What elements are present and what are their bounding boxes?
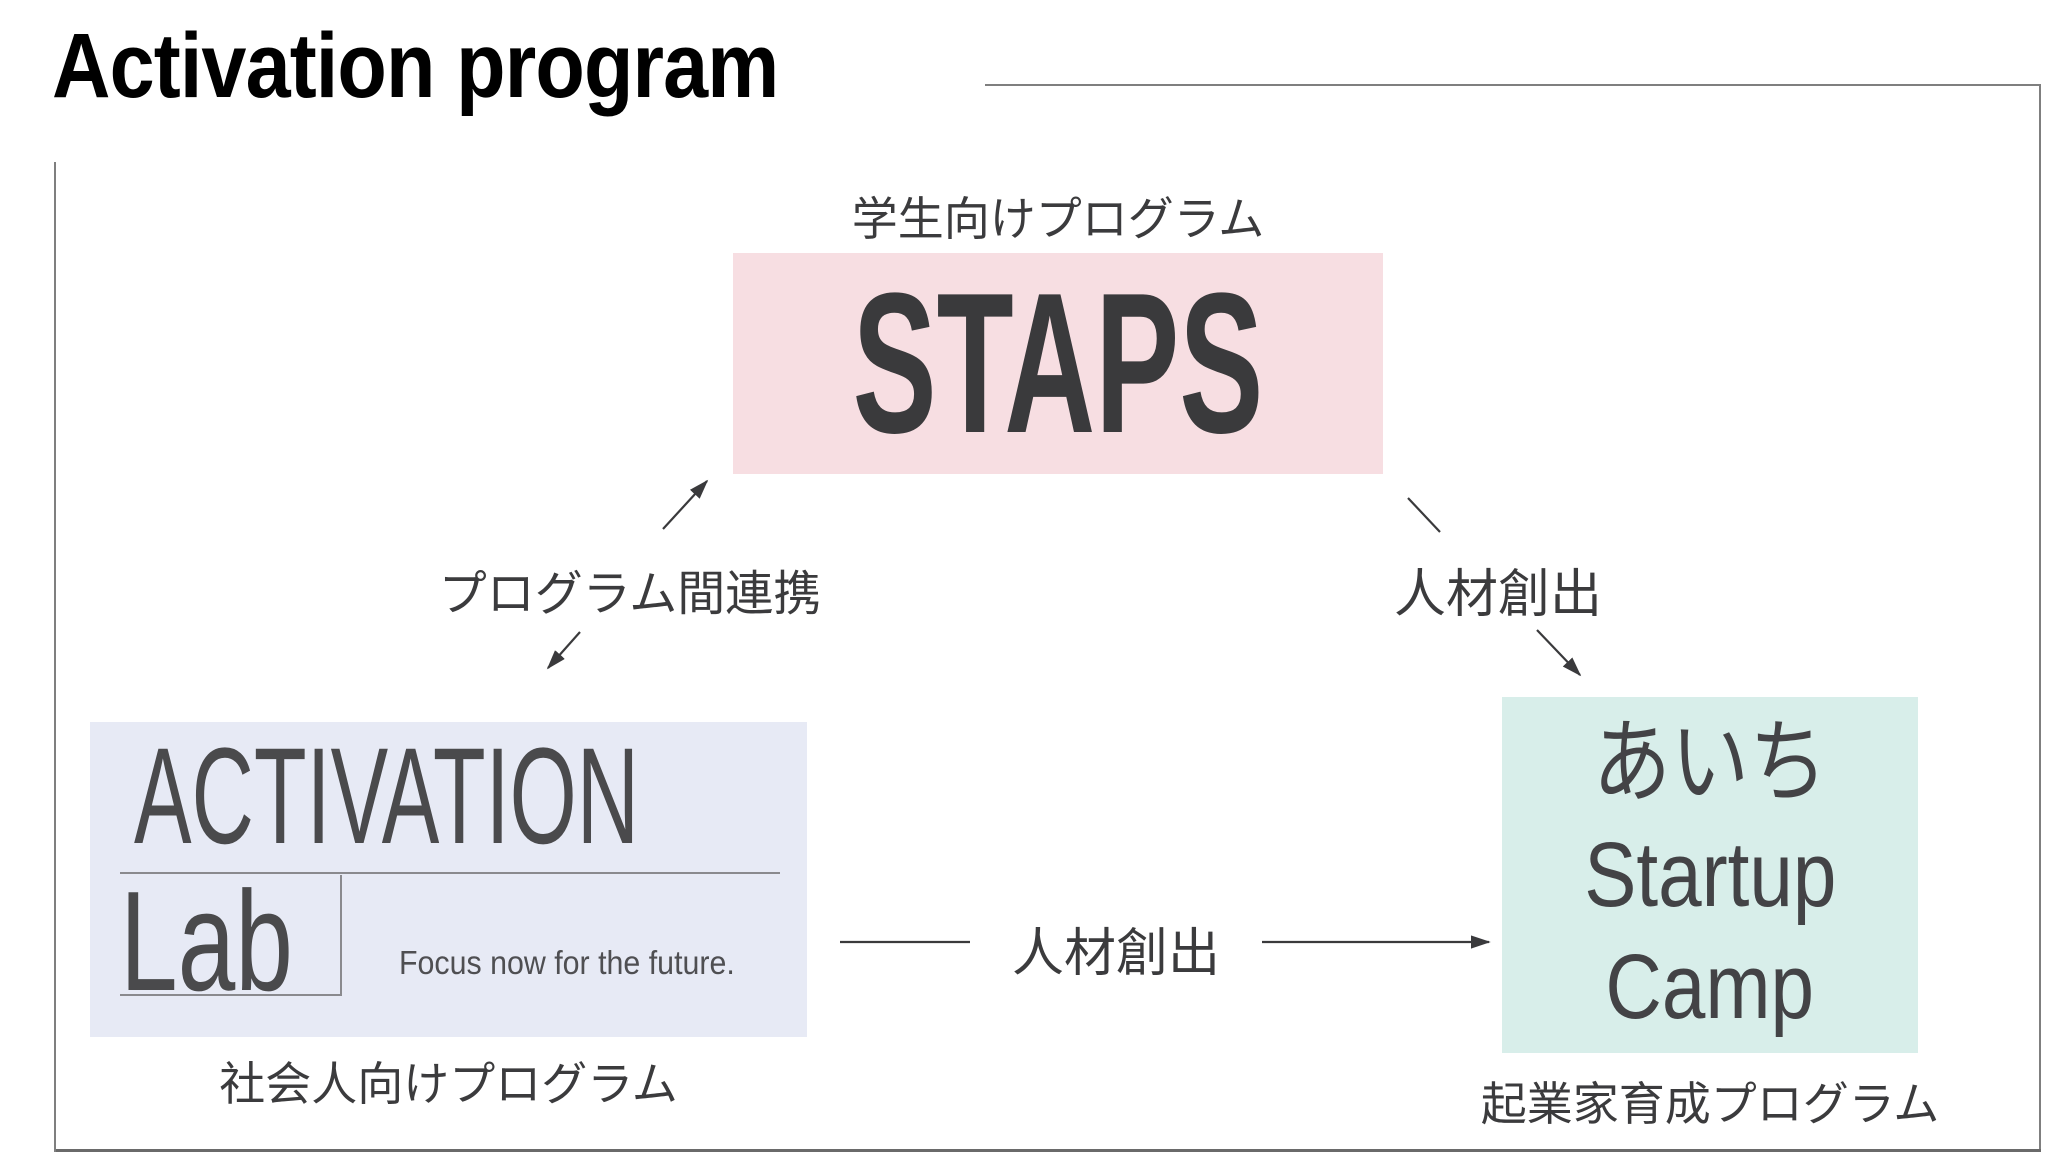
edge-label-talent-creation-right: 人材創出: [1393, 566, 1602, 624]
activation-lab-logo-line1: ACTIVATION: [134, 720, 640, 873]
activation-lab-divider-line: [120, 872, 780, 874]
arrow-label-to-startup-camp: [1536, 629, 1582, 677]
startup-camp-box: あいち Startup Camp: [1502, 697, 1918, 1053]
startup-camp-logo-line3: Camp: [1605, 936, 1815, 1038]
page-title: Activation program: [52, 15, 779, 117]
activation-lab-bracket-horizontal: [120, 994, 342, 996]
caption-students-program: 学生向けプログラム: [851, 193, 1265, 245]
activation-lab-logo-line2: Lab: [120, 862, 293, 1021]
activation-lab-bracket-vertical: [340, 875, 342, 995]
frame-border-bottom: [54, 1149, 2041, 1152]
caption-entrepreneur-program: 起業家育成プログラム: [1480, 1078, 1940, 1130]
frame-border-top: [985, 84, 2041, 86]
activation-lab-box: ACTIVATION Lab Focus now for the future.: [90, 722, 807, 1037]
staps-box: STAPS: [733, 252, 1383, 475]
edge-label-program-collaboration: プログラム間連携: [438, 568, 822, 621]
caption-working-adults-program: 社会人向けプログラム: [219, 1058, 678, 1110]
arrow-label-to-staps: [662, 479, 709, 530]
startup-camp-logo-line1: あいち: [1592, 712, 1828, 814]
frame-border-right: [2039, 84, 2041, 1152]
startup-camp-logo-line2: Startup: [1583, 824, 1837, 926]
edge-label-talent-creation-middle: 人材創出: [1011, 925, 1220, 983]
activation-lab-tagline: Focus now for the future.: [399, 944, 735, 981]
frame-border-left: [54, 162, 56, 1152]
line-staps-to-label: [1407, 497, 1441, 533]
arrow-label-to-activation-lab: [546, 631, 581, 670]
staps-logo-text: STAPS: [852, 251, 1264, 475]
